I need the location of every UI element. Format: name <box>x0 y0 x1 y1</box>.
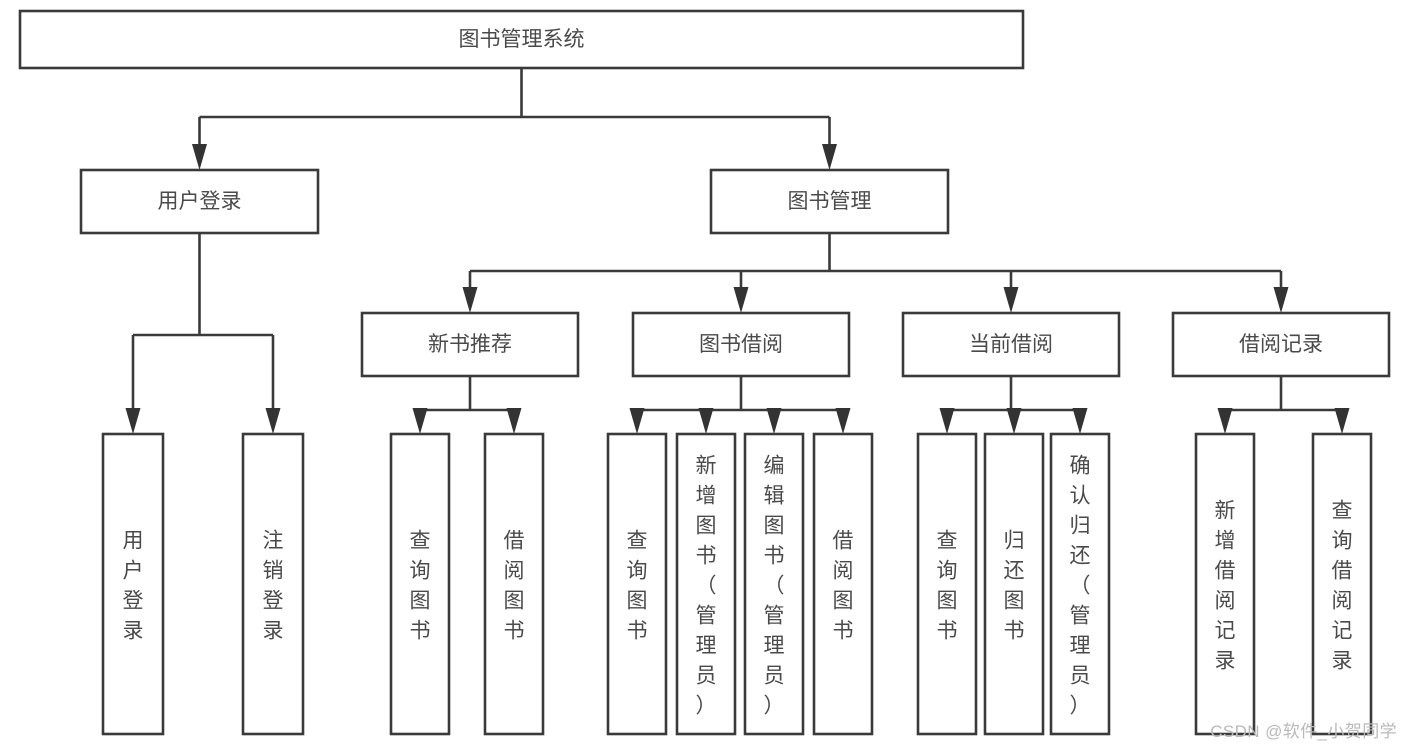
node-label-borrow-record: 借阅记录 <box>1239 333 1323 356</box>
node-label-current-borrow: 当前借阅 <box>969 333 1053 356</box>
arrow-head-leaf-query-book-1 <box>412 408 428 434</box>
node-leaf-query-book-3[interactable]: 查询图书 <box>916 432 978 736</box>
node-box-leaf-borrow-book-1[interactable] <box>483 432 545 736</box>
node-leaf-confirm-return[interactable]: 确认归还（管理员） <box>1049 432 1111 736</box>
node-box-leaf-logout[interactable] <box>241 432 305 736</box>
node-label-book-manage: 图书管理 <box>788 190 872 213</box>
arrow-head-leaf-confirm-return <box>1072 408 1088 434</box>
node-new-book-recommend[interactable]: 新书推荐 <box>360 311 580 378</box>
node-label-leaf-user-login: 用户登录 <box>123 529 144 642</box>
node-box-new-book-recommend[interactable] <box>360 311 580 378</box>
node-label-leaf-logout: 注销登录 <box>263 529 284 642</box>
arrow-head-new-book-recommend <box>462 287 478 313</box>
node-box-leaf-user-login[interactable] <box>101 432 165 736</box>
node-label-leaf-borrow-book-2: 借阅图书 <box>833 529 854 642</box>
node-box-leaf-add-record[interactable] <box>1194 432 1256 736</box>
node-box-book-manage[interactable] <box>709 168 950 235</box>
arrow-head-borrow-record <box>1273 287 1289 313</box>
node-label-leaf-add-record: 新增借阅记录 <box>1215 499 1236 672</box>
node-current-borrow[interactable]: 当前借阅 <box>901 311 1121 378</box>
node-box-leaf-query-book-1[interactable] <box>389 432 451 736</box>
arrow-head-leaf-edit-book <box>766 408 782 434</box>
node-box-leaf-return-book[interactable] <box>983 432 1045 736</box>
node-book-borrow[interactable]: 图书借阅 <box>631 311 851 378</box>
node-label-user-login: 用户登录 <box>158 190 242 213</box>
node-root[interactable]: 图书管理系统 <box>18 9 1025 70</box>
node-leaf-borrow-book-1[interactable]: 借阅图书 <box>483 432 545 736</box>
arrow-head-leaf-add-book <box>698 408 714 434</box>
node-leaf-query-book-1[interactable]: 查询图书 <box>389 432 451 736</box>
node-box-leaf-query-book-2[interactable] <box>606 432 668 736</box>
node-leaf-add-record[interactable]: 新增借阅记录 <box>1194 432 1256 736</box>
node-user-login[interactable]: 用户登录 <box>79 168 320 235</box>
node-label-leaf-return-book: 归还图书 <box>1004 529 1025 642</box>
arrow-head-book-manage <box>822 144 837 170</box>
node-label-root: 图书管理系统 <box>459 28 585 51</box>
node-label-new-book-recommend: 新书推荐 <box>428 333 512 356</box>
node-label-leaf-borrow-book-1: 借阅图书 <box>504 529 525 642</box>
node-leaf-query-book-2[interactable]: 查询图书 <box>606 432 668 736</box>
arrow-head-leaf-logout <box>265 408 281 434</box>
node-leaf-borrow-book-2[interactable]: 借阅图书 <box>812 432 874 736</box>
node-box-user-login[interactable] <box>79 168 320 235</box>
node-leaf-query-record[interactable]: 查询借阅记录 <box>1311 432 1373 736</box>
arrow-head-user-login <box>192 144 207 170</box>
arrow-head-leaf-return-book <box>1006 408 1022 434</box>
node-label-leaf-query-book-1: 查询图书 <box>410 529 431 642</box>
arrow-head-current-borrow <box>1003 287 1019 313</box>
arrow-head-book-borrow <box>733 287 749 313</box>
node-box-leaf-query-book-3[interactable] <box>916 432 978 736</box>
csdn-watermark: CSDN @软件_小贺同学 <box>1210 722 1397 741</box>
arrow-head-leaf-query-book-2 <box>629 408 645 434</box>
node-box-root[interactable] <box>18 9 1025 70</box>
node-leaf-user-login[interactable]: 用户登录 <box>101 432 165 736</box>
node-box-borrow-record[interactable] <box>1171 311 1391 378</box>
node-label-leaf-edit-book: 编辑图书（管理员） <box>764 454 785 717</box>
node-leaf-edit-book[interactable]: 编辑图书（管理员） <box>743 432 805 736</box>
arrow-head-leaf-query-record <box>1334 408 1350 434</box>
arrow-head-leaf-add-record <box>1217 408 1233 434</box>
connectors-layer <box>125 68 1350 434</box>
node-box-leaf-confirm-return[interactable] <box>1049 432 1111 736</box>
nodes-layer: 图书管理系统用户登录图书管理新书推荐图书借阅当前借阅借阅记录用户登录注销登录查询… <box>18 9 1391 736</box>
node-label-book-borrow: 图书借阅 <box>699 333 783 356</box>
node-box-leaf-borrow-book-2[interactable] <box>812 432 874 736</box>
node-book-manage[interactable]: 图书管理 <box>709 168 950 235</box>
node-leaf-logout[interactable]: 注销登录 <box>241 432 305 736</box>
node-leaf-add-book[interactable]: 新增图书（管理员） <box>675 432 737 736</box>
node-box-leaf-edit-book[interactable] <box>743 432 805 736</box>
node-label-leaf-add-book: 新增图书（管理员） <box>696 454 717 717</box>
node-label-leaf-confirm-return: 确认归还（管理员） <box>1070 454 1091 717</box>
arrow-head-leaf-borrow-book-1 <box>506 408 522 434</box>
node-label-leaf-query-record: 查询借阅记录 <box>1332 499 1353 672</box>
node-leaf-return-book[interactable]: 归还图书 <box>983 432 1045 736</box>
arrow-head-leaf-user-login <box>125 408 141 434</box>
node-borrow-record[interactable]: 借阅记录 <box>1171 311 1391 378</box>
arrow-head-leaf-query-book-3 <box>939 408 955 434</box>
node-box-book-borrow[interactable] <box>631 311 851 378</box>
node-box-current-borrow[interactable] <box>901 311 1121 378</box>
node-box-leaf-query-record[interactable] <box>1311 432 1373 736</box>
arrow-head-leaf-borrow-book-2 <box>835 408 851 434</box>
node-label-leaf-query-book-3: 查询图书 <box>937 529 958 642</box>
node-label-leaf-query-book-2: 查询图书 <box>627 529 648 642</box>
node-box-leaf-add-book[interactable] <box>675 432 737 736</box>
